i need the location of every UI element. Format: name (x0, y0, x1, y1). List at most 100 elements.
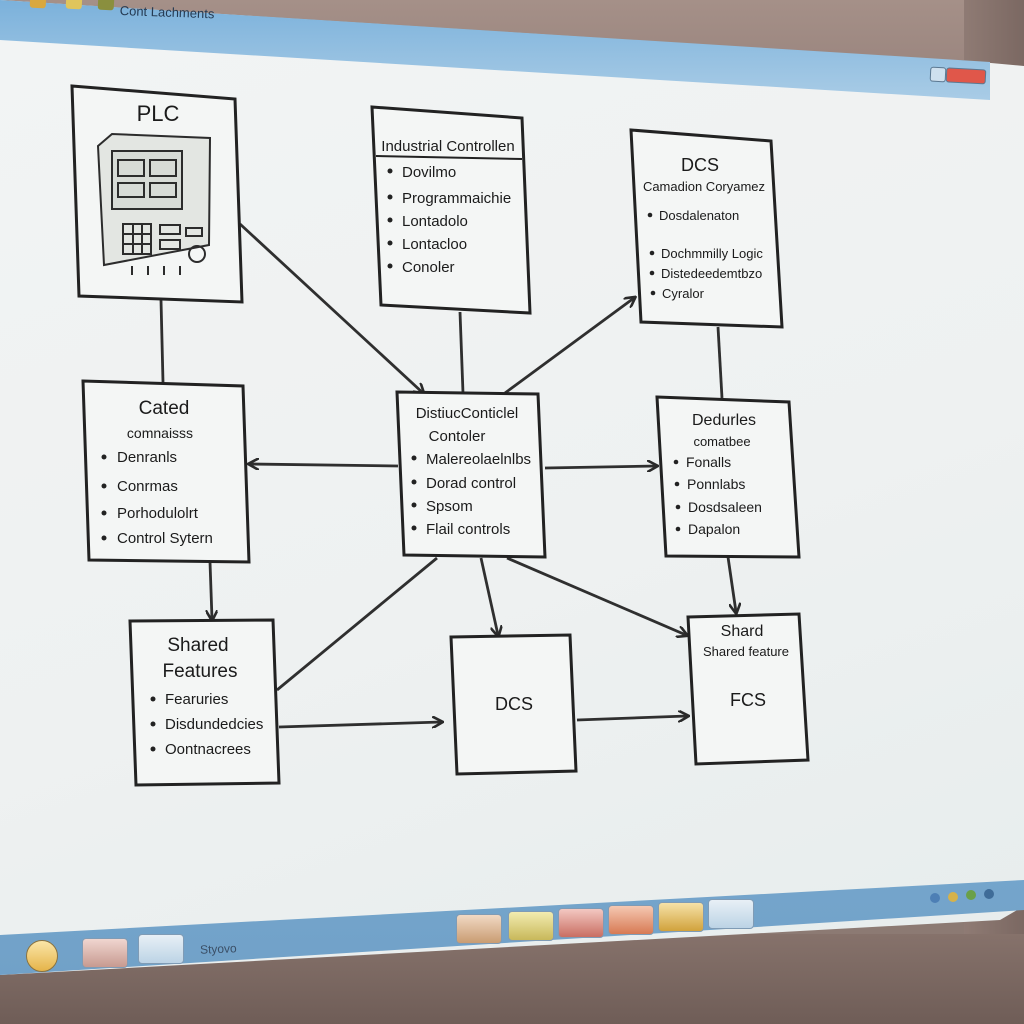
bullet-dot (150, 696, 156, 702)
distributed-control-node: DistiucConticlel Contoler Malereolaelnlb… (395, 390, 547, 559)
arrow-dedures-to-shard (726, 556, 736, 612)
taskbar-app-button[interactable] (138, 934, 184, 964)
dedures-bullet: Dapalon (688, 521, 740, 537)
bullet-dot (101, 510, 107, 516)
arrow-center-to-shard (506, 556, 686, 635)
bullet-dot (387, 263, 393, 269)
bullet-dot (411, 502, 417, 508)
cated-bullets: Denranls Conrmas Porhodulolrt Control Sy… (101, 449, 213, 547)
center-bullet: Spsom (426, 498, 473, 515)
plc-device-icon (96, 132, 212, 275)
dcs-top-bullet: Distedeedemtbzo (661, 266, 762, 281)
cated-bullet: Denranls (117, 449, 177, 466)
arrow-center-to-dcs-bottom (479, 557, 498, 635)
arrow-center-to-dedures (544, 466, 656, 468)
bullet-dot (675, 526, 681, 532)
bullet-dot (411, 479, 417, 485)
bullet-dot (650, 290, 656, 296)
connectors (159, 222, 736, 729)
taskbar-app-button[interactable] (658, 902, 704, 932)
arrow-dcs-to-fcs (576, 716, 687, 720)
dcs-top-bullet: Dochmmilly Logic (661, 246, 763, 261)
cated-bullet: Control Sytern (117, 530, 213, 547)
industrial-controller-node: Industrial Controllen Dovilmo Programmai… (370, 105, 532, 315)
taskbar-app-button[interactable] (708, 899, 754, 929)
bullet-dot (101, 535, 107, 541)
shard-subtitle: Shared feature (703, 644, 789, 659)
tray-icon[interactable] (984, 889, 994, 899)
taskbar-app-button[interactable] (82, 938, 128, 968)
bullet-dot (649, 250, 655, 256)
dcs-top-bullet: Cyralor (662, 286, 705, 301)
cated-bullet: Porhodulolrt (117, 505, 199, 522)
arrow-cated-to-shared (210, 561, 212, 619)
shared-bullets: Fearuries Disdundedcies Oontnacrees (150, 691, 263, 758)
arrow-center-to-cated (250, 464, 399, 466)
cated-bullet: Conrmas (117, 478, 178, 495)
connector-industrial-center (458, 311, 465, 394)
dcs-bottom-node: DCS (449, 633, 578, 776)
bullet-dot (411, 525, 417, 531)
tray-icon[interactable] (948, 892, 958, 902)
bullet-dot (673, 459, 679, 465)
bullet-dot (675, 504, 681, 510)
bullet-dot (150, 721, 156, 727)
dedures-subtitle: comatbee (693, 434, 750, 449)
shared-features-node: Shared Features Fearuries Disdundedcies … (128, 618, 281, 787)
shared-bullet: Oontnacrees (165, 741, 251, 758)
taskbar-app-button[interactable] (558, 908, 604, 938)
bullet-dot (649, 270, 655, 276)
industrial-bullet: Programmaichie (402, 190, 511, 207)
industrial-bullet: Lontacloo (402, 236, 467, 253)
connector-plc-cated (159, 299, 165, 383)
taskbar-label: Styovo (199, 941, 237, 957)
shard-fcs-node: Shard Shared feature FCS (686, 612, 810, 766)
taskbar-app-button[interactable] (608, 905, 654, 935)
industrial-bullet: Conoler (402, 259, 455, 276)
dedures-title: Dedurles (692, 412, 756, 429)
shared-bullet: Fearuries (165, 691, 228, 708)
cated-node: Cated comnaisss Denranls Conrmas Porhodu… (81, 379, 251, 564)
dcs-top-node: DCS Camadion Coryamez Dosdalenaton Dochm… (629, 128, 784, 329)
arrow-center-to-dcs (504, 298, 634, 395)
dedures-bullets: Fonalls Ponnlabs Dosdsaleen Dapalon (673, 454, 762, 537)
cated-title: Cated (139, 398, 190, 419)
shard-title: Shard (721, 623, 764, 640)
bullet-dot (101, 454, 107, 460)
bullet-dot (387, 194, 393, 200)
arrow-shared-to-dcs (278, 722, 441, 729)
industrial-bullet: Dovilmo (402, 164, 456, 181)
dcs-top-bullet: Dosdalenaton (659, 208, 739, 223)
taskbar-app-button[interactable] (456, 914, 502, 944)
fcs-label: FCS (730, 690, 766, 710)
dedures-bullet: Dosdsaleen (688, 499, 762, 515)
bullet-dot (674, 481, 680, 487)
dcs-bottom-title: DCS (495, 694, 533, 714)
taskbar-app-button[interactable] (508, 911, 554, 941)
bullet-dot (387, 217, 393, 223)
shared-bullet: Disdundedcies (165, 716, 263, 733)
bullet-dot (101, 483, 107, 489)
bullet-dot (411, 455, 417, 461)
center-subtitle: Contoler (429, 428, 486, 445)
center-bullet: Dorad control (426, 475, 516, 492)
tray-icon[interactable] (930, 893, 940, 903)
industrial-title: Industrial Controllen (381, 138, 514, 155)
center-bullet: Malereolaelnlbs (426, 451, 531, 468)
connector-shared-center (276, 556, 438, 692)
bullet-dot (150, 746, 156, 752)
plc-title: PLC (137, 101, 180, 126)
dedures-bullet: Fonalls (686, 454, 731, 470)
taskbar-start-icon[interactable] (26, 940, 58, 972)
shared-title-line2: Features (163, 661, 238, 682)
center-bullet: Flail controls (426, 521, 510, 538)
tray-icon[interactable] (966, 890, 976, 900)
industrial-bullets: Dovilmo Programmaichie Lontadolo Lontacl… (387, 164, 511, 276)
center-title: DistiucConticlel (416, 405, 519, 422)
connector-dcs-dedures (716, 326, 724, 399)
title-divider (375, 155, 523, 160)
dcs-top-bullets: Dosdalenaton Dochmmilly Logic Distedeede… (647, 208, 763, 301)
arrow-plc-to-center (239, 222, 423, 393)
dedures-bullet: Ponnlabs (687, 476, 745, 492)
